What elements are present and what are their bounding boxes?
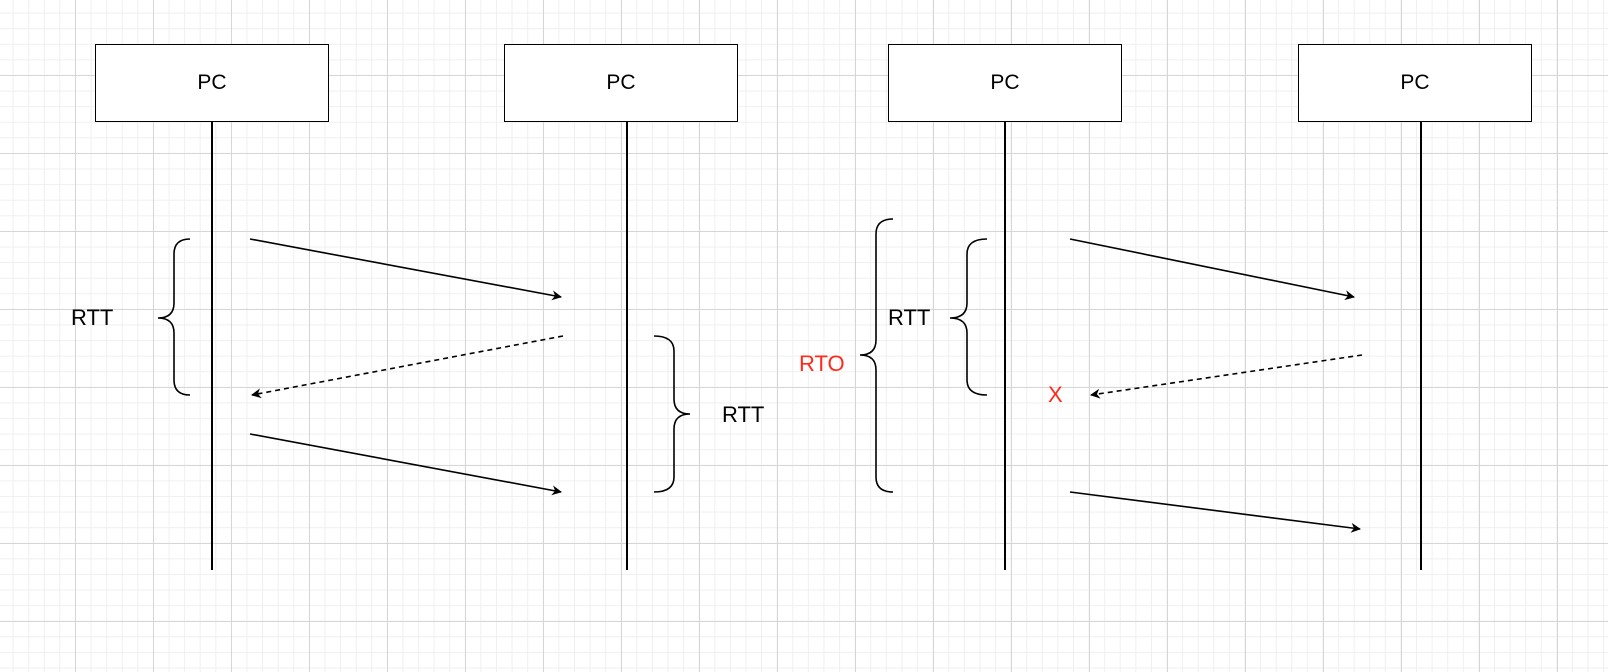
- message-arrow-1: [249, 238, 562, 301]
- rtt-brace-right: [949, 238, 988, 396]
- pc-node-4: PC: [1298, 44, 1532, 122]
- rtt-label-middle: RTT: [722, 402, 765, 427]
- rtt-brace-middle: [653, 335, 691, 493]
- pc-node-label: PC: [197, 71, 227, 94]
- message-arrow-2: [249, 433, 562, 496]
- lost-ack-arrow: [1090, 354, 1363, 399]
- pc-node-label: PC: [990, 71, 1020, 94]
- pc-node-2: PC: [504, 44, 738, 122]
- rtt-label-right: RTT: [888, 305, 931, 330]
- ack-arrow-1: [251, 335, 564, 399]
- rtt-label-left: RTT: [71, 305, 114, 330]
- pc-node-label: PC: [1400, 71, 1430, 94]
- packet-loss-marker: X: [1048, 382, 1063, 407]
- pc-node-1: PC: [95, 44, 329, 122]
- retransmit-arrow: [1069, 491, 1361, 533]
- rto-label: RTO: [799, 351, 845, 376]
- rto-brace: [859, 218, 894, 493]
- pc-node-label: PC: [606, 71, 636, 94]
- rtt-brace-left: [157, 238, 191, 396]
- pc-node-3: PC: [888, 44, 1122, 122]
- message-arrow-3: [1069, 238, 1355, 301]
